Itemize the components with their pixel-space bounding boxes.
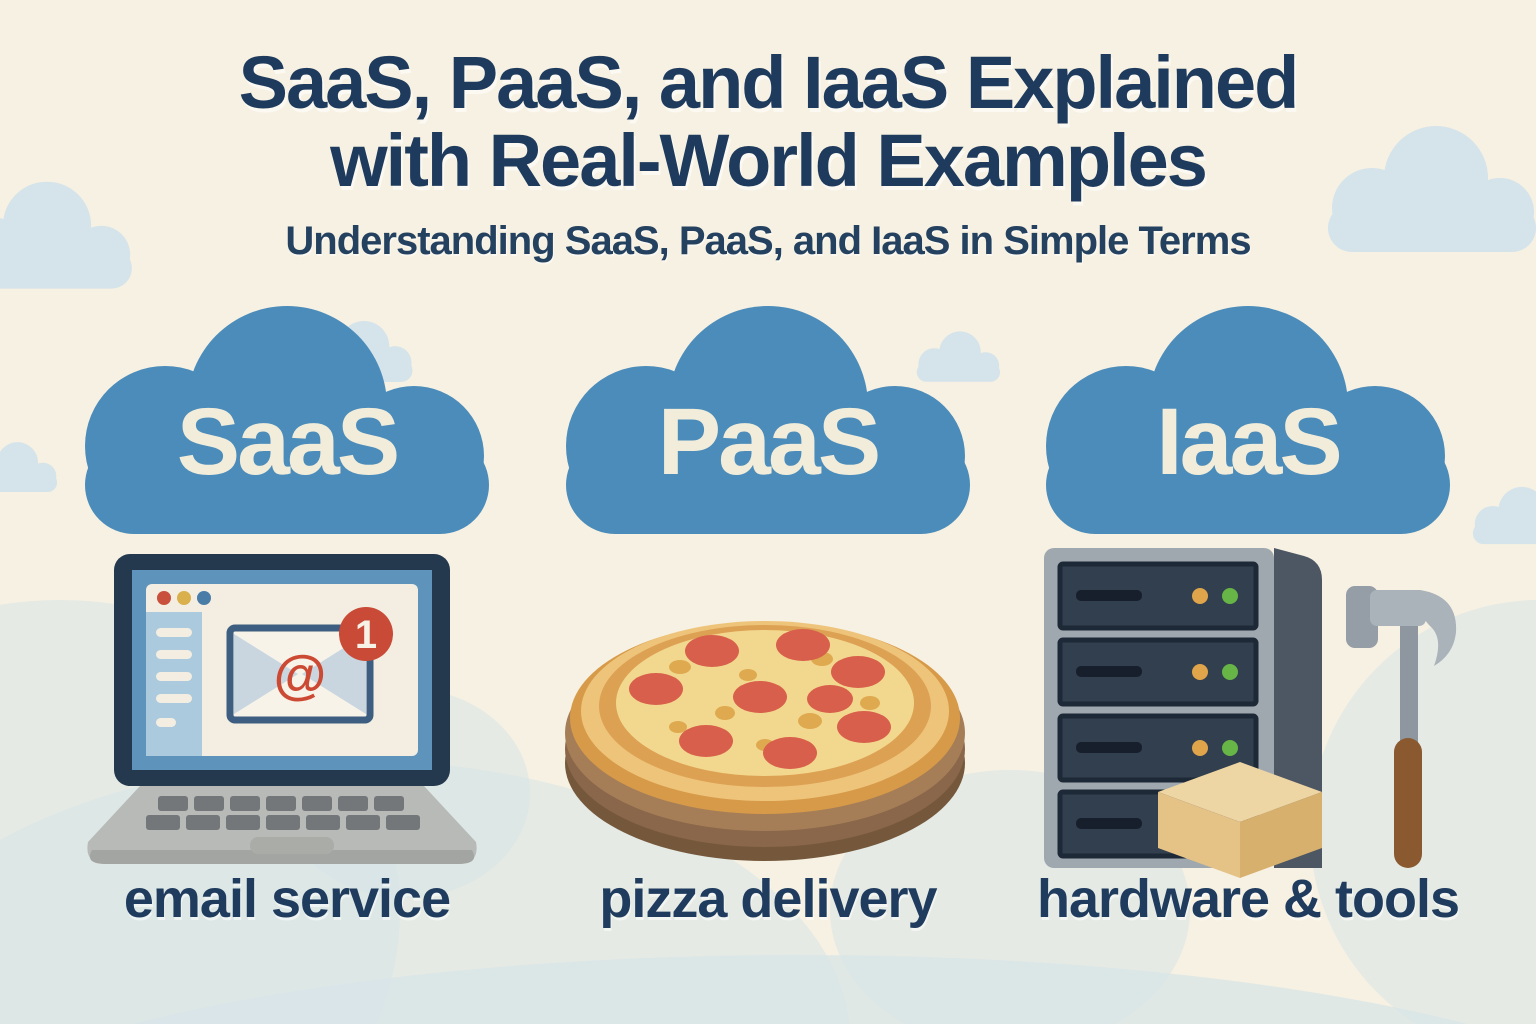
led-green (1222, 588, 1238, 604)
window-dot-red (157, 591, 171, 605)
title-line-2: with Real-World Examples (330, 118, 1208, 202)
server-bay (1057, 637, 1259, 707)
background-cloud-icon (1286, 124, 1536, 256)
title-line-1: SaaS, PaaS, and IaaS Explained (238, 41, 1300, 124)
envelope-icon: @ (226, 624, 374, 724)
column-iaas: IaaS (1023, 298, 1473, 958)
server-bay (1057, 713, 1259, 783)
hammer-shaft (1400, 618, 1418, 744)
envelope-flap-left (234, 634, 298, 714)
cloud-icon: IaaS (1046, 306, 1450, 534)
keyboard-keys (146, 796, 420, 830)
cheese-spots (669, 652, 880, 751)
trackpad (250, 837, 334, 854)
led-orange (1192, 588, 1208, 604)
cloud-label-iaas: IaaS (1156, 389, 1339, 495)
example-label-iaas: hardware & tools (1036, 869, 1460, 929)
background-cloud-icon (912, 330, 1008, 384)
cloud-label-saas: SaaS (177, 389, 397, 495)
laptop-base (87, 786, 477, 864)
led-orange (1192, 740, 1208, 756)
cloud-shape (566, 306, 970, 534)
pizza-icon (565, 621, 965, 861)
cloud-icon: PaaS (566, 306, 970, 534)
column-saas: SaaS (62, 298, 512, 958)
hammer-head (1370, 590, 1426, 626)
notification-badge: 1 (339, 607, 393, 661)
led-green (1222, 664, 1238, 680)
cloud-shape (85, 306, 489, 534)
column-paas: PaaS (543, 298, 993, 958)
badge-count: 1 (355, 613, 377, 657)
cloud-icon: SaaS (85, 306, 489, 534)
laptop-icon: @ 1 (87, 554, 477, 864)
window-dot-blue (197, 591, 211, 605)
sidebar-menu-lines (156, 628, 192, 727)
background-cloud-icon (0, 180, 172, 292)
hammer-claw (1420, 590, 1457, 666)
led-orange (1192, 664, 1208, 680)
window-dot-yellow (177, 591, 191, 605)
server-rack-icon (1044, 548, 1457, 878)
cloud-label-paas: PaaS (658, 389, 878, 495)
background-cloud-icon (0, 440, 65, 495)
at-symbol: @ (274, 645, 327, 705)
hammer-icon (1346, 586, 1457, 868)
example-label-paas: pizza delivery (599, 869, 937, 929)
hammer-grip (1394, 738, 1422, 868)
server-bay (1057, 561, 1259, 631)
led-green (1222, 740, 1238, 756)
pepperoni-slices (629, 629, 891, 769)
brick-box-icon (1158, 762, 1322, 878)
cloud-shape (1046, 306, 1450, 534)
page-subtitle: Understanding SaaS, PaaS, and IaaS in Si… (285, 219, 1251, 264)
example-label-saas: email service (123, 869, 451, 929)
background-cloud-icon (1462, 486, 1536, 546)
